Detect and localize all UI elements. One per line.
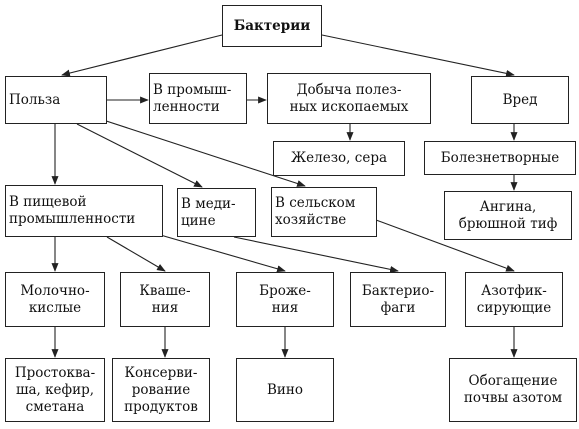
- edge-bacteria-benefit: [61, 34, 223, 77]
- node-bacteriophages: Бактерио-фаги: [350, 272, 446, 327]
- node-harm: Вред: [471, 76, 569, 124]
- node-harm-label: Вред: [502, 91, 538, 108]
- node-brewing-label: Броже-ния: [259, 282, 311, 316]
- node-iron-sulfur: Железо, сера: [273, 141, 405, 176]
- node-fermentation: Кваше-ния: [120, 272, 210, 327]
- edge-agriculture-nitrogen: [375, 219, 515, 272]
- node-bacteria-label: Бактерии: [233, 17, 311, 34]
- edge-food-fermentation: [106, 236, 166, 272]
- edge-benefit-agriculture: [96, 117, 306, 187]
- node-iron-sulfur-label: Железо, сера: [290, 150, 388, 166]
- node-nitrogen-fixing-label: Азотфик-сирующие: [476, 282, 552, 316]
- node-medicine-label: В меди-цине: [181, 195, 236, 229]
- node-mining: Добыча полез-ных ископаемых: [267, 73, 431, 124]
- node-dairy-products: Простоква-ша, кефир,сметана: [5, 358, 105, 422]
- node-dairy-products-label: Простоква-ша, кефир,сметана: [14, 364, 96, 415]
- node-industry: В промыш-ленности: [149, 73, 247, 124]
- edge-food-brewing: [149, 231, 286, 273]
- node-benefit: Польза: [5, 76, 107, 124]
- node-wine-label: Вино: [266, 381, 304, 398]
- edge-benefit-medicine: [76, 123, 203, 188]
- edge-bacteria-harm: [321, 34, 515, 77]
- node-brewing: Броже-ния: [236, 272, 334, 327]
- node-medicine: В меди-цине: [177, 188, 256, 237]
- node-pathogenic: Болезнетворные: [424, 141, 576, 175]
- node-bacteriophages-label: Бактерио-фаги: [361, 282, 435, 316]
- node-lactic-label: Молочно-кислые: [20, 282, 90, 316]
- node-wine: Вино: [236, 358, 334, 422]
- node-nitrogen-fixing: Азотфик-сирующие: [465, 272, 563, 327]
- node-angina-label: Ангина,брюшной тиф: [458, 198, 558, 232]
- node-fermentation-label: Кваше-ния: [139, 282, 191, 316]
- node-industry-label: В промыш-ленности: [153, 81, 232, 115]
- node-angina: Ангина,брюшной тиф: [444, 191, 572, 240]
- node-lactic: Молочно-кислые: [5, 272, 105, 327]
- edge-medicine-bacteriophages: [233, 236, 399, 273]
- node-benefit-label: Польза: [9, 91, 61, 108]
- node-mining-label: Добыча полез-ных ископаемых: [289, 81, 409, 115]
- node-pathogenic-label: Болезнетворные: [440, 149, 560, 166]
- node-bacteria: Бактерии: [222, 5, 322, 47]
